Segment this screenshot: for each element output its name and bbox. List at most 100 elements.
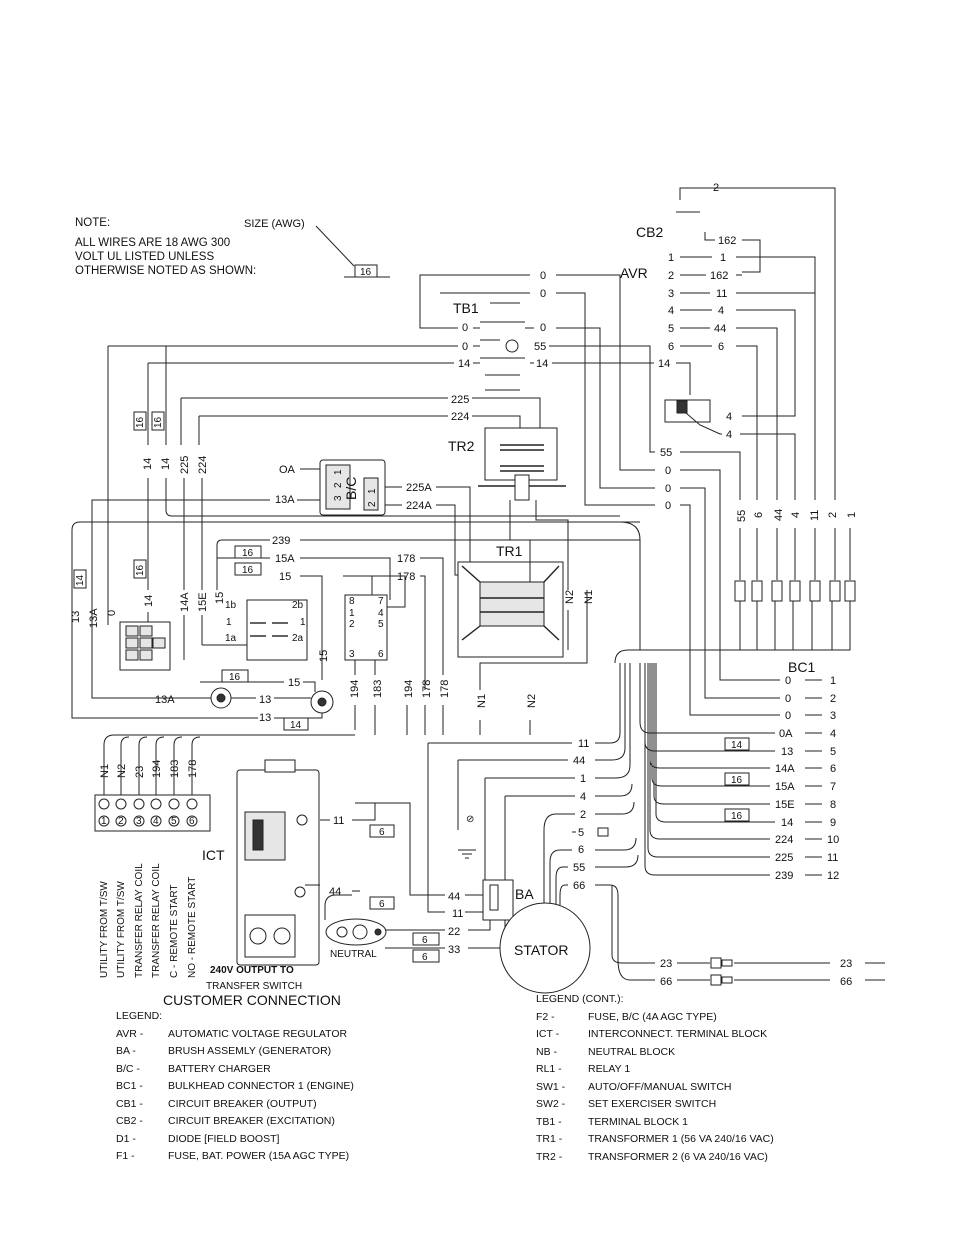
legend-desc: INTERCONNECT. TERMINAL BLOCK: [588, 1028, 768, 1040]
avr-pin: 4: [668, 305, 674, 317]
stator-label: STATOR: [514, 942, 568, 958]
tb1-block: [480, 302, 525, 391]
wire-tag: [133, 411, 147, 431]
ba-wire-11: 11: [452, 908, 463, 920]
bottom-vert-wiring: [354, 557, 444, 735]
customer-label: UTILITY FROM T/SW: [116, 881, 127, 978]
ict-pin-num: 2: [118, 816, 124, 827]
legend-item: TR1 -TRANSFORMER 1 (56 VA 240/16 VAC): [536, 1131, 774, 1149]
bc1-tag-16b-text: 16: [731, 811, 743, 822]
sw-wire-13-c: 13: [259, 712, 271, 724]
d1-wire-4a: 4: [726, 411, 732, 423]
legend-desc: NEUTRAL BLOCK: [588, 1045, 676, 1058]
d1-wire-4-out: [740, 433, 796, 500]
tr2-right-55: 55: [660, 447, 672, 459]
size-awg-label: SIZE (AWG): [244, 218, 305, 230]
bc-wire-oa: OA: [279, 464, 296, 476]
legend-item: ICT - INTERCONNECT. TERMINAL BLOCK: [536, 1026, 774, 1044]
stator-5-fuse: [597, 827, 609, 837]
avr-label: AVR: [620, 265, 648, 281]
bc1-row-wire: 13: [781, 746, 793, 758]
wire-tag-text: 16: [229, 672, 241, 683]
tb1-right-0: 0: [540, 270, 546, 282]
bc1-tag-14: [724, 737, 750, 751]
n2-label: N2: [526, 694, 538, 708]
out-connectors: [710, 957, 733, 986]
bv-15: 15: [318, 650, 330, 662]
avr-pin: 3: [668, 288, 674, 300]
legend-desc: RELAY 1: [588, 1063, 631, 1075]
out-66-r: 66: [840, 976, 852, 988]
right-harness: [680, 451, 780, 716]
wire-15a: 15A: [275, 553, 295, 565]
tr2-right-0b: 0: [665, 483, 671, 495]
wire-tag: [412, 949, 440, 963]
ict-term-label: N2: [116, 764, 128, 778]
ict-leads: [103, 734, 355, 800]
relay-pin-1b: 1b: [225, 600, 237, 611]
cb2-wire-2: 2: [713, 182, 719, 194]
legend-item: BC1 -BULKHEAD CONNECTOR 1 (ENGINE): [116, 1078, 354, 1096]
bc1-row-pin: 5: [830, 746, 836, 758]
customer-label: TRANSFER RELAY COIL: [134, 863, 145, 978]
wire-tag-text: 14: [290, 720, 302, 731]
left-15e: 15E: [197, 592, 209, 612]
customer-connection-label: CUSTOMER CONNECTION: [163, 992, 341, 1008]
sw-wire-13a: 13A: [155, 694, 175, 706]
legend-desc: AUTOMATIC VOLTAGE REGULATOR: [168, 1027, 348, 1040]
bc1-column-wires: [739, 528, 851, 580]
bc1-tag-16b: [724, 808, 750, 822]
bc-connector-b: [363, 477, 379, 511]
bc1-column-labels: 55 6 44 4 11 2 1: [736, 509, 858, 522]
note-line-3: OTHERWISE NOTED AS SHOWN:: [75, 265, 257, 277]
tr2-wire-224: 224: [451, 411, 469, 423]
tb1-right-14: 14: [536, 358, 548, 370]
legend-abbr: BC1 -: [116, 1080, 143, 1092]
ground-icon: ⊘: [466, 814, 474, 825]
legend-item: F1 -FUSE, BAT. POWER (15A AGC TYPE): [116, 1148, 354, 1166]
relay-pin-2a: 2a: [292, 633, 304, 644]
bc-pin-r1: 1: [367, 488, 378, 494]
tr2-wire-225: 225: [451, 394, 469, 406]
bv-178-a: 178: [421, 680, 433, 698]
tb1-left-1: 0: [462, 341, 468, 353]
relay-pin-1a: 1a: [225, 633, 237, 644]
bc1-rows: 0 0 0 0A 13 14A 15A 15E 14 224 225 239 1…: [775, 675, 839, 882]
wire-tag-text: 16: [153, 416, 164, 428]
legend-item: B/C -BATTERY CHARGER: [116, 1061, 354, 1079]
ba-wire-33: 33: [448, 944, 460, 956]
sw2-switch[interactable]: [310, 690, 334, 714]
ba-wire-44: 44: [448, 891, 460, 903]
sw1-switch[interactable]: [210, 687, 232, 709]
bc1-row-wire: 0: [785, 693, 791, 705]
bc-pin-3: 3: [333, 495, 344, 501]
bc1-col-label: 1: [846, 512, 858, 518]
cb1-handle[interactable]: [252, 819, 264, 851]
legend-abbr: ICT -: [536, 1028, 560, 1040]
relay-pin-2b: 2b: [292, 600, 304, 611]
avr-wire: 11: [716, 288, 727, 300]
ict-pin-num: 5: [171, 816, 177, 827]
avr-pin: 2: [668, 270, 674, 282]
sw-wire-15: 15: [288, 677, 300, 689]
customer-label: NO - REMOTE START: [187, 877, 198, 978]
bc1-row-wire: 14A: [775, 763, 795, 775]
bc1-col-label: 44: [773, 509, 785, 521]
bc1-row-wire: 15A: [775, 781, 795, 793]
bc1-col-label: 11: [809, 510, 821, 521]
out-66: 66: [660, 976, 672, 988]
customer-label: UTILITY FROM T/SW: [99, 881, 110, 978]
bc1-label: BC1: [788, 659, 815, 675]
bc-wire-224a: 224A: [406, 500, 432, 512]
relay-8pin-pin: 4: [378, 608, 384, 619]
legend-item: TR2 -TRANSFORMER 2 (6 VA 240/16 VAC): [536, 1149, 774, 1167]
tr1-out-n2: N2: [564, 590, 576, 604]
stator-wire: 55: [573, 862, 585, 874]
legend-abbr: F2 -: [536, 1010, 555, 1023]
avr-wire: 1: [720, 252, 726, 264]
wire-tag-text: 16: [135, 416, 146, 428]
legend-item: CB1 -CIRCUIT BREAKER (OUTPUT): [116, 1096, 354, 1114]
bc-connector-a: [325, 464, 351, 510]
cb1-handle-area: [244, 811, 286, 861]
